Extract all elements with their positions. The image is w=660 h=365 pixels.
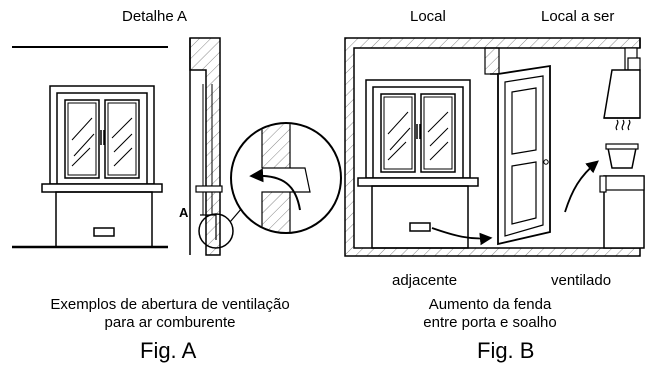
fig-a-caption-line2: para ar comburente [104, 314, 236, 331]
fig-b-ventilated-label: ventilado [551, 272, 612, 289]
fig-a-caption: Exemplos de abertura de ventilação para … [0, 296, 340, 332]
fig-b-airflow-arrow-under-door [431, 227, 493, 246]
fig-a-vent-opening [93, 227, 115, 237]
fig-a-leader-line [229, 207, 243, 223]
fig-a-lower-wall [55, 191, 153, 248]
fig-b-dividing-wall [484, 47, 500, 75]
fig-a-airflow-arrow [249, 168, 301, 211]
fig-a-marker-label: A [179, 205, 189, 220]
fig-b-vent-opening [409, 222, 431, 232]
fig-b-pot [605, 143, 639, 169]
fig-b-steam [615, 119, 631, 131]
fig-b-local-label: Local [410, 8, 446, 25]
fig-a-room [12, 37, 342, 256]
fig-b-caption-line2: entre porta e soalho [423, 314, 557, 331]
fig-a-detail-label: Detalhe A [122, 8, 188, 25]
fig-a-wall-section [189, 37, 223, 256]
fig-b-rooms [344, 37, 645, 257]
fig-b-window [357, 79, 479, 187]
fig-b-door [490, 64, 551, 246]
fig-b-stove [599, 175, 645, 249]
fig-a-caption-line1: Exemplos de abertura de ventilação [50, 296, 290, 313]
fig-b-caption-line1: Aumento da fenda [428, 296, 552, 313]
fig-b-airflow-arrow-to-stove [564, 160, 599, 213]
fig-a-label: Fig. A [140, 338, 197, 363]
fig-b-local-to-be-label: Local a ser [541, 8, 615, 25]
fig-b-adjacent-label: adjacente [392, 272, 458, 289]
fig-a-detail-marker-circle [198, 213, 234, 249]
fig-a-window [41, 85, 163, 193]
fig-b-caption: Aumento da fenda entre porta e soalho [340, 296, 640, 332]
fig-b-lower-wall [371, 185, 469, 249]
fig-b-label: Fig. B [477, 338, 535, 363]
fig-a-detail-magnified [230, 122, 342, 234]
fig-b-range-hood [603, 47, 641, 119]
